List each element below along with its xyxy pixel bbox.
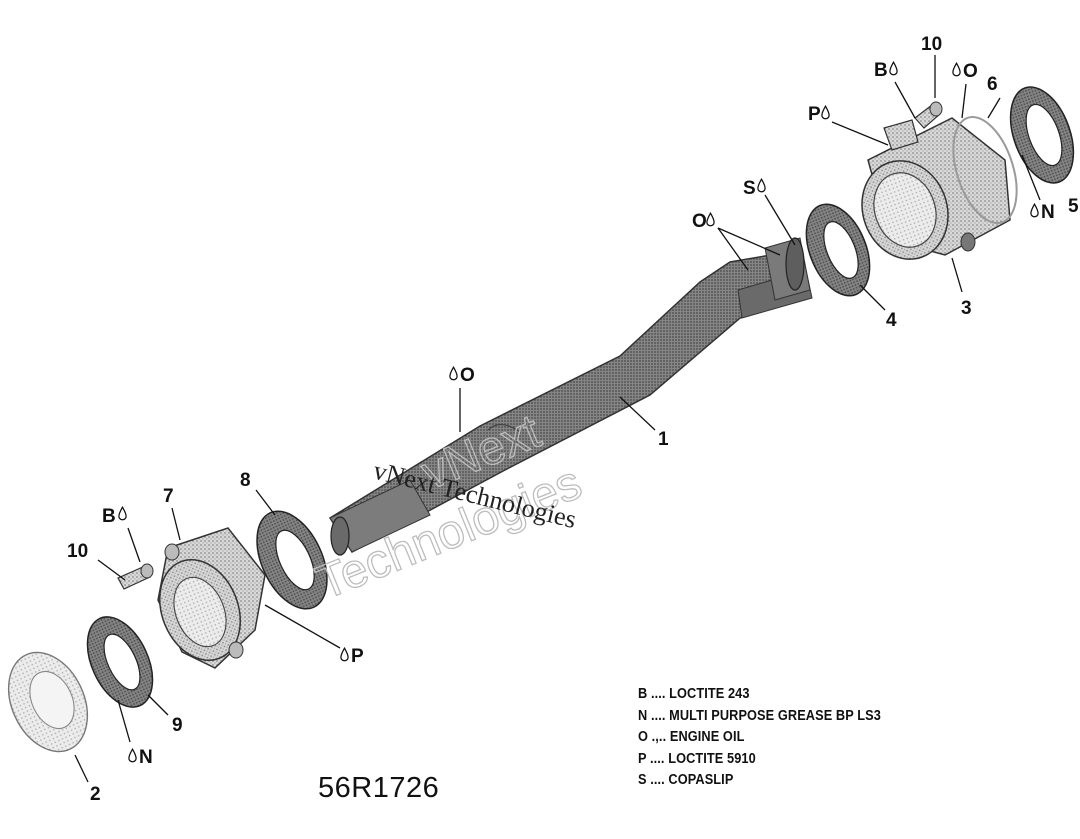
callout-part-10-bottom: 10 [67,541,88,562]
seal-4 [805,203,871,297]
callout-part-6: 6 [987,74,998,95]
diagram-reference-number: 56R1726 [318,772,440,804]
o-ring-6 [952,115,1018,225]
part-callouts: 1 2 3 4 5 6 7 8 9 10 10 [67,34,1079,805]
leader-lines [74,55,1041,783]
marker-code-n-right: N [1041,202,1055,223]
callout-part-8: 8 [240,470,251,491]
legend-row-p: P .... LOCTITE 5910 [638,750,756,767]
legend-row-s: S .... COPASLIP [638,772,734,788]
housing-3 [861,117,1011,260]
callout-part-1: 1 [658,429,669,450]
oil-drop-icon [821,105,830,120]
grease-drop-icon [1030,203,1039,218]
oil-drop-icon [757,178,766,193]
oil-drop-icon [952,62,961,77]
marker-code-o-shaft: O [460,365,475,386]
oil-drop-icon [889,61,898,76]
marker-code-o-top: O [963,61,978,82]
grease-drop-icon [128,748,137,763]
housing-7 [157,527,266,669]
cover-2 [7,651,89,753]
callout-part-10-top: 10 [921,34,942,55]
bolt-10-bottom [117,563,154,590]
seal-9 [86,616,154,708]
legend-row-b: B .... LOCTITE 243 [638,686,750,702]
callout-part-7: 7 [163,486,174,507]
oil-drop-icon [449,366,458,381]
marker-code-o-spline: O [692,211,707,232]
product-code-markers: O O S P B O N B P N [102,60,1055,768]
callout-part-9: 9 [172,715,183,736]
oil-drop-icon [706,212,715,227]
marker-code-p-bottom: P [351,646,364,667]
legend-row-n: N .... MULTI PURPOSE GREASE BP LS3 [638,707,881,724]
callout-part-2: 2 [90,784,101,805]
product-legend: B .... LOCTITE 243 N .... MULTI PURPOSE … [638,684,881,792]
bolt-10-top [914,101,943,129]
marker-code-n-bottom: N [139,747,153,768]
callout-part-5: 5 [1068,196,1079,217]
marker-code-p-top: P [808,104,821,125]
legend-row-o: O .,.. ENGINE OIL [638,729,745,745]
marker-code-b-top: B [874,60,888,81]
oil-drop-icon [340,647,349,662]
marker-code-b-left: B [102,506,116,527]
seal-8 [256,510,328,610]
marker-code-s: S [743,178,756,199]
seal-5 [1009,86,1075,184]
oil-drop-icon [118,506,127,521]
callout-part-3: 3 [961,298,972,319]
drive-shaft [328,237,813,556]
callout-part-4: 4 [886,310,897,331]
